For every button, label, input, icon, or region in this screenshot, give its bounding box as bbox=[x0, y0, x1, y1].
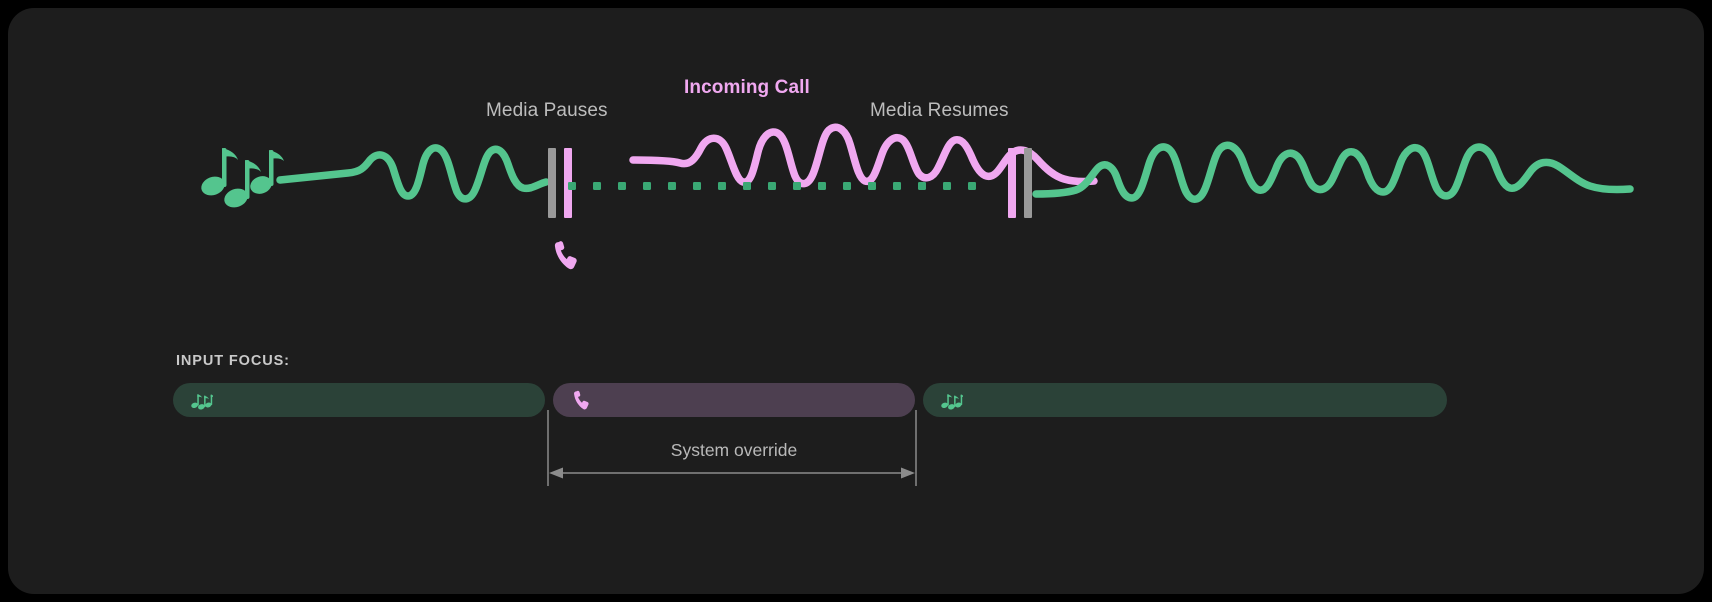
diagram-card: Media Pauses Incoming Call Media Resumes… bbox=[8, 8, 1704, 594]
waveform-incoming-call bbox=[629, 123, 1098, 188]
label-media-resumes: Media Resumes bbox=[870, 100, 1009, 121]
music-notes-icon bbox=[941, 390, 965, 410]
label-incoming-call: Incoming Call bbox=[684, 77, 810, 98]
label-media-pauses: Media Pauses bbox=[486, 100, 608, 121]
waveform-media-after bbox=[1032, 141, 1634, 203]
waveform-media-before bbox=[276, 144, 550, 203]
audio-timeline: Media Pauses Incoming Call Media Resumes bbox=[8, 8, 1704, 328]
focus-track-media-after[interactable] bbox=[923, 383, 1447, 417]
pause-marker-pink bbox=[564, 148, 572, 218]
phone-icon bbox=[571, 390, 592, 411]
timeline-svg bbox=[201, 123, 1634, 270]
music-notes-icon bbox=[191, 390, 215, 410]
system-override-label: System override bbox=[670, 440, 798, 460]
music-notes-icon bbox=[201, 148, 284, 208]
focus-track-media-before[interactable] bbox=[173, 383, 545, 417]
resume-marker-gray bbox=[1024, 148, 1032, 218]
resume-marker-pink bbox=[1008, 148, 1016, 218]
arrow-head-left bbox=[549, 467, 563, 479]
phone-icon bbox=[554, 241, 577, 270]
pause-marker-gray bbox=[548, 148, 556, 218]
arrow-head-right bbox=[901, 467, 915, 479]
focus-track-call[interactable] bbox=[553, 383, 915, 417]
input-focus-heading: INPUT FOCUS: bbox=[176, 353, 290, 369]
muted-media-dots bbox=[568, 182, 976, 190]
